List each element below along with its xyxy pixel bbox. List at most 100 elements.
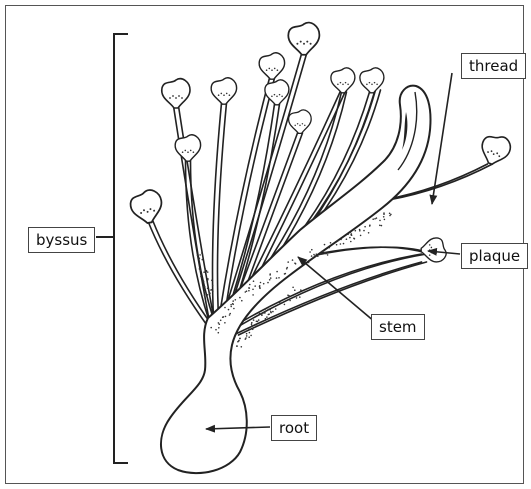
plaque-shape (421, 238, 446, 262)
stipple-dot (248, 336, 250, 338)
stipple-dot (268, 309, 270, 311)
stipple-dot (309, 251, 311, 253)
stipple-dot (269, 309, 271, 311)
stipple-dot (265, 318, 267, 320)
stipple-dot (300, 289, 302, 291)
stipple-dot (251, 322, 253, 324)
stipple-dot (336, 244, 338, 246)
stipple-dot (254, 285, 256, 287)
stipple-dot (314, 255, 316, 257)
stipple-dot (258, 319, 260, 321)
stipple-dot (251, 323, 253, 325)
stipple-dot (316, 253, 318, 255)
stipple-dot (212, 290, 214, 292)
stipple-dot (241, 346, 243, 348)
stipple-dot (239, 338, 241, 340)
stipple-dot (236, 345, 238, 347)
stipple-dot (203, 271, 205, 273)
stipple-dot (228, 309, 230, 311)
stipple-dot (245, 338, 247, 340)
stipple-dot (379, 220, 381, 222)
stipple-dot (257, 321, 259, 323)
stipple-dot (321, 251, 323, 253)
stipple-dot (360, 235, 362, 237)
stipple-dot (201, 252, 203, 254)
stipple-dot (253, 280, 255, 282)
stipple-dot (237, 341, 239, 343)
stipple-dot (259, 288, 261, 290)
stipple-dot (359, 230, 361, 232)
stipple-dot (268, 313, 270, 315)
stipple-dot (199, 258, 201, 260)
stipple-dot (207, 294, 209, 296)
stipple-dot (259, 313, 261, 315)
stipple-dot (249, 287, 251, 289)
stipple-dot (204, 295, 206, 297)
stipple-dot (252, 289, 254, 291)
stipple-dot (211, 280, 213, 282)
stipple-dot (317, 255, 319, 257)
stipple-dot (200, 276, 202, 278)
stipple-dot (355, 230, 357, 232)
stipple-dot (265, 310, 267, 312)
stipple-dot (218, 327, 220, 329)
stipple-dot (206, 271, 208, 273)
stipple-dot (250, 335, 252, 337)
stipple-dot (229, 313, 231, 315)
stipple-dot (363, 230, 365, 232)
stipple-dot (275, 308, 277, 310)
stipple-dot (252, 329, 254, 331)
plaque-shape (331, 68, 355, 93)
plaque-shape (211, 78, 236, 104)
stipple-dot (276, 277, 278, 279)
stipple-dot (259, 286, 261, 288)
stipple-dot (289, 300, 291, 302)
stipple-dot (369, 224, 371, 226)
stipple-dot (251, 325, 253, 327)
stipple-dot (374, 218, 376, 220)
stipple-dot (311, 255, 313, 257)
stipple-dot (311, 249, 313, 251)
stipple-dot (346, 238, 348, 240)
stipple-dot (350, 241, 352, 243)
stipple-dot (232, 304, 234, 306)
stipple-dot (218, 322, 220, 324)
stipple-dot (239, 297, 241, 299)
stipple-dot (292, 287, 294, 289)
stipple-dot (230, 304, 232, 306)
stipple-dot (288, 295, 290, 297)
stipple-dot (284, 304, 286, 306)
stipple-dot (279, 302, 281, 304)
stipple-dot (349, 237, 351, 239)
stipple-dot (270, 277, 272, 279)
stipple-dot (241, 300, 243, 302)
stipple-dot (338, 240, 340, 242)
stipple-dot (269, 274, 271, 276)
stipple-dot (212, 285, 214, 287)
stipple-dot (379, 225, 381, 227)
stipple-dot (381, 225, 383, 227)
stipple-dot (200, 270, 202, 272)
stipple-dot (263, 283, 265, 285)
stipple-dot (232, 300, 234, 302)
stipple-dot (351, 234, 353, 236)
stipple-dot (264, 312, 266, 314)
stipple-dot (330, 242, 332, 244)
stipple-dot (204, 268, 206, 270)
stipple-dot (389, 213, 391, 215)
stipple-dot (253, 319, 255, 321)
stipple-dot (209, 292, 211, 294)
stipple-dot (199, 268, 201, 270)
byssus-label: byssus (28, 227, 95, 253)
stipple-dot (224, 307, 226, 309)
stipple-dot (320, 253, 322, 255)
stipple-dot (203, 280, 205, 282)
stipple-dot (224, 322, 226, 324)
stipple-dot (210, 327, 212, 329)
stipple-dot (261, 315, 263, 317)
stipple-dot (384, 219, 386, 221)
stipple-dot (246, 335, 248, 337)
stipple-dot (296, 297, 298, 299)
stipple-dot (219, 323, 221, 325)
stipple-dot (230, 306, 232, 308)
